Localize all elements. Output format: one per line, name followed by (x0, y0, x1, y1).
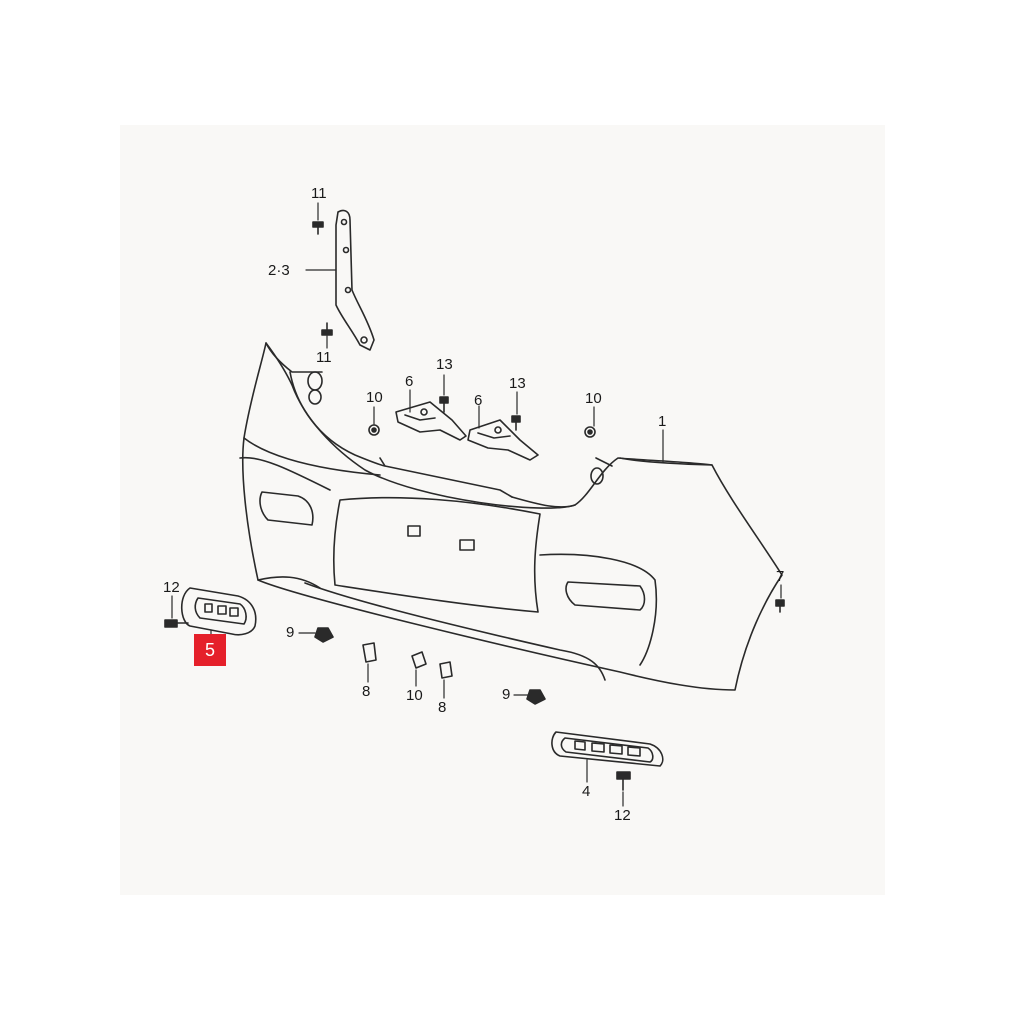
callout-4: 4 (582, 783, 591, 800)
center-bracket-left (395, 401, 467, 441)
callout-7: 7 (776, 568, 785, 585)
callout-10-right: 10 (585, 390, 602, 407)
callout-12-left: 12 (163, 579, 180, 596)
callout-6-left: 6 (405, 373, 414, 390)
center-bracket-right (467, 419, 539, 461)
callout-6-right: 6 (474, 392, 483, 409)
callout-5-highlighted: 5 (194, 634, 226, 666)
callout-10-bottom: 10 (406, 687, 423, 704)
clips (362, 642, 453, 679)
reflector-left (180, 587, 257, 636)
callout-13-left: 13 (436, 356, 453, 373)
callout-1: 1 (658, 413, 667, 430)
callout-8-right: 8 (438, 699, 447, 716)
side-bracket (335, 209, 375, 351)
callout-8-left: 8 (362, 683, 371, 700)
callout-9-right: 9 (502, 686, 511, 703)
callout-10-left: 10 (366, 389, 383, 406)
callout-13-right: 13 (509, 375, 526, 392)
callout-12-right: 12 (614, 807, 631, 824)
leader-lines (171, 202, 782, 807)
rear-bumper-cover (239, 342, 783, 691)
reflector-right (551, 731, 664, 767)
callout-9-left: 9 (286, 624, 295, 641)
paper-background (120, 125, 885, 895)
fasteners (164, 221, 785, 791)
callout-2-3: 2·3 (268, 262, 290, 279)
callout-11-lower: 11 (316, 349, 332, 366)
callout-11-top: 11 (311, 185, 327, 202)
